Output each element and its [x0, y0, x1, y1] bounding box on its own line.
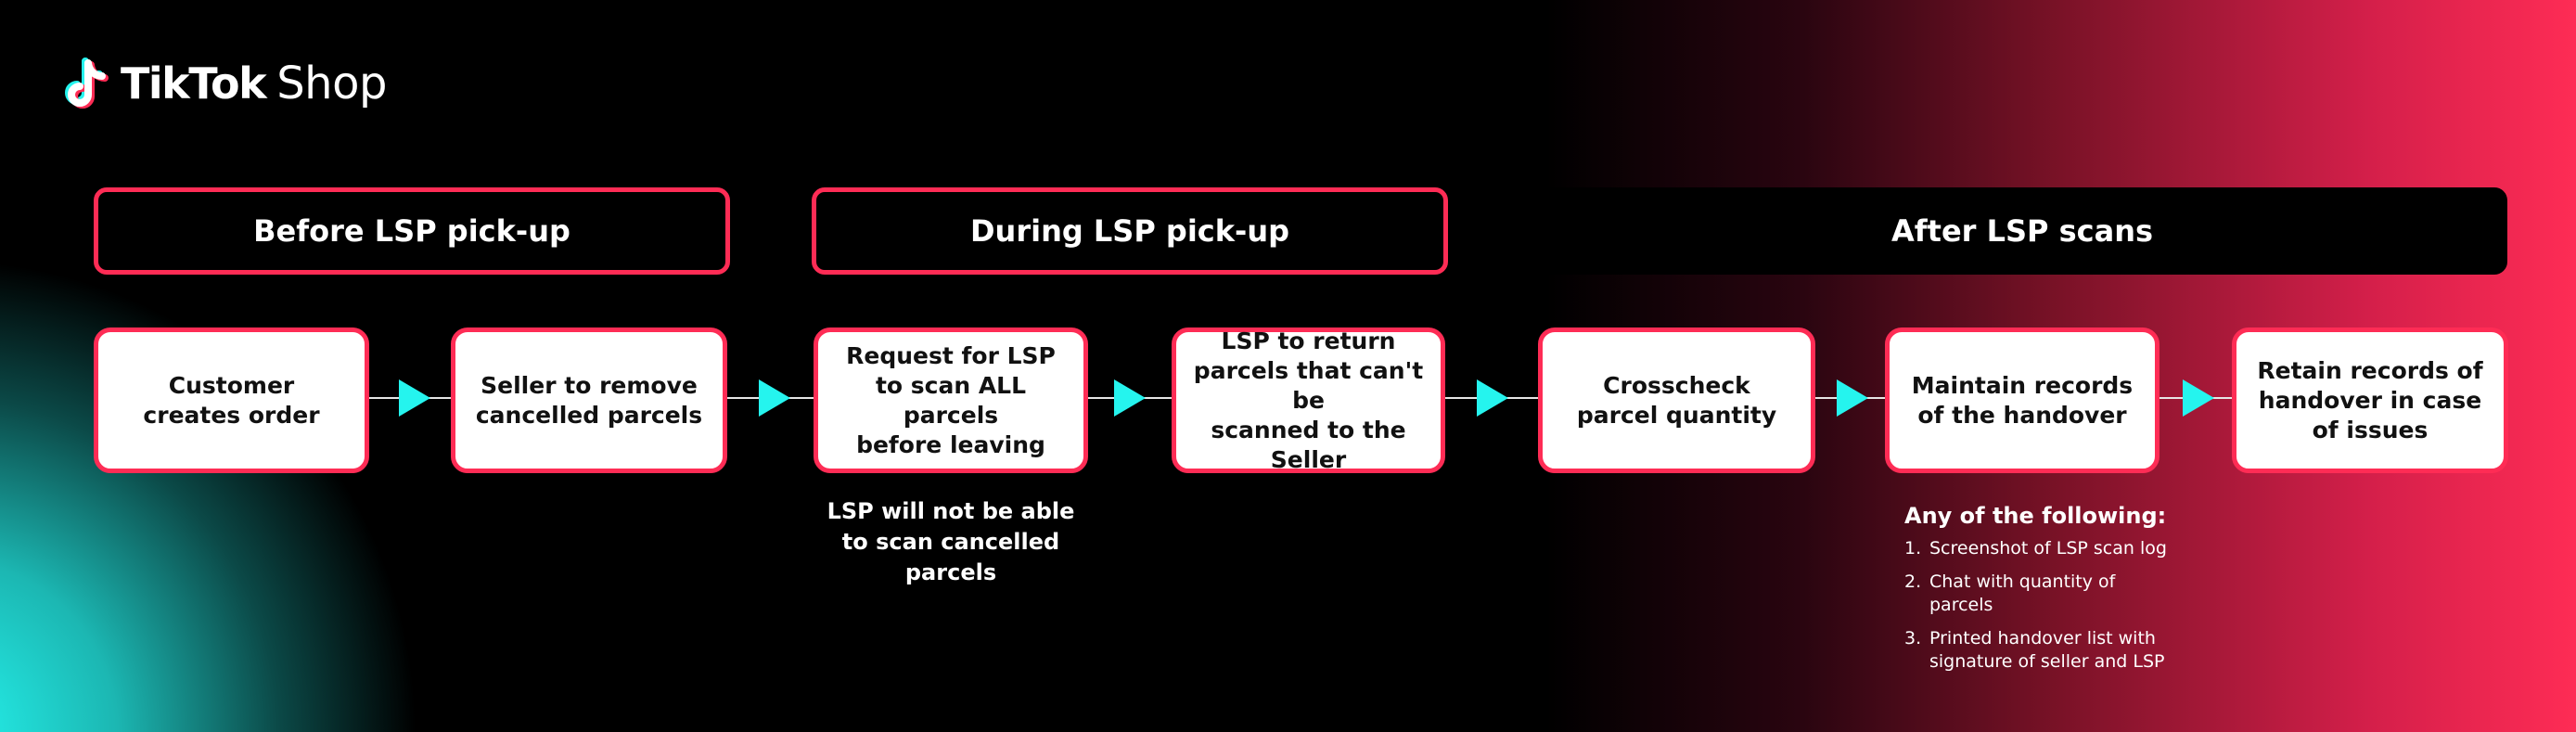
- step-label: LSP to return parcels that can't be scan…: [1193, 327, 1424, 473]
- lsp-scan-note: LSP will not be able to scan cancelled p…: [827, 498, 1075, 585]
- flow-arrow-icon: [2183, 379, 2214, 417]
- flow-arrow-icon: [399, 379, 430, 417]
- phase-before-pickup: Before LSP pick-up: [94, 187, 730, 275]
- list-item: 1. Screenshot of LSP scan log: [1904, 537, 2220, 560]
- step-retain-records: Retain records of handover in case of is…: [2232, 327, 2508, 473]
- list-item: 3. Printed handover list with signature …: [1904, 627, 2220, 674]
- step-label: Seller to remove cancelled parcels: [475, 371, 703, 429]
- phase-during-pickup: During LSP pick-up: [812, 187, 1448, 275]
- records-options: Any of the following: 1. Screenshot of L…: [1904, 498, 2220, 684]
- phase-label: During LSP pick-up: [969, 213, 1290, 249]
- list-text: Chat with quantity of parcels: [1929, 571, 2116, 615]
- brand-name: TikTok: [121, 58, 267, 109]
- flow-arrow-icon: [1837, 379, 1868, 417]
- step-label: Customer creates order: [143, 371, 320, 429]
- step-label: Retain records of handover in case of is…: [2257, 356, 2483, 443]
- flow-arrow-icon: [1114, 379, 1146, 417]
- tiktok-note-icon: [65, 58, 109, 109]
- list-text: Printed handover list with signature of …: [1929, 628, 2165, 672]
- list-number: 1.: [1904, 538, 1922, 559]
- step-customer-creates-order: Customer creates order: [94, 327, 369, 473]
- phase-label: After LSP scans: [1890, 213, 2154, 249]
- phase-after-scans: After LSP scans: [1537, 187, 2507, 275]
- list-item: 2. Chat with quantity of parcels: [1904, 571, 2220, 617]
- step-label: Crosscheck parcel quantity: [1576, 371, 1777, 429]
- step-maintain-records: Maintain records of the handover: [1885, 327, 2159, 473]
- brand-shop: Shop: [276, 58, 387, 109]
- phase-label: Before LSP pick-up: [253, 213, 570, 249]
- flow-arrow-icon: [1477, 379, 1508, 417]
- list-number: 3.: [1904, 628, 1922, 649]
- records-list: 1. Screenshot of LSP scan log 2. Chat wi…: [1904, 537, 2220, 674]
- step-remove-cancelled: Seller to remove cancelled parcels: [451, 327, 727, 473]
- tiktok-shop-logo: TikTok Shop: [63, 46, 387, 121]
- step-return-unscanned: LSP to return parcels that can't be scan…: [1172, 327, 1445, 473]
- list-text: Screenshot of LSP scan log: [1929, 538, 2167, 559]
- step-crosscheck-quantity: Crosscheck parcel quantity: [1538, 327, 1815, 473]
- list-number: 2.: [1904, 571, 1922, 592]
- step-label: Maintain records of the handover: [1911, 371, 2134, 429]
- records-title: Any of the following:: [1904, 503, 2167, 529]
- step-request-scan-all: Request for LSP to scan ALL parcels befo…: [814, 327, 1088, 473]
- step-label: Request for LSP to scan ALL parcels befo…: [846, 341, 1056, 458]
- flow-arrow-icon: [759, 379, 790, 417]
